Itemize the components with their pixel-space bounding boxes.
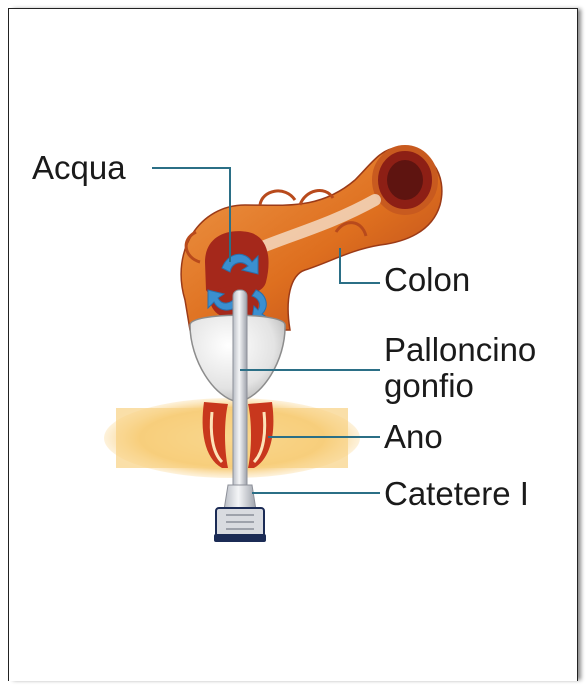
label-palloncino-line2: gonfio [384, 368, 474, 404]
label-palloncino-line1: Palloncino [384, 332, 536, 368]
label-colon: Colon [384, 262, 470, 298]
label-acqua: Acqua [32, 150, 126, 186]
label-ano: Ano [384, 419, 443, 455]
label-catetere: Catetere I [384, 476, 529, 512]
